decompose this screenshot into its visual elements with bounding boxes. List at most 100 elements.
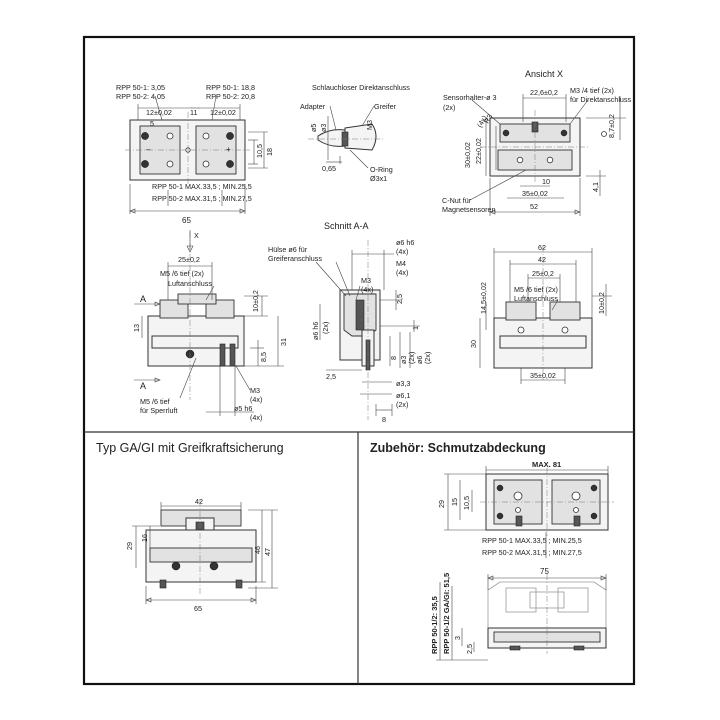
label-sleeve: Hülse ø6 für [268, 245, 308, 254]
label-4x-f: (4x) [361, 285, 373, 294]
label-rpp1-maxmin: RPP 50-1 MAX.33,5 ; MIN.25,5 [152, 182, 252, 191]
dust-cover-dim-29: 29 [437, 500, 446, 508]
dim-4-1: 4,1 [591, 182, 600, 192]
label-hoseless-connection: Schlauchloser Direktanschluss [312, 83, 410, 92]
dust-cover-dim-2-5: 2,5 [465, 644, 474, 654]
label-o-ring: O-Ring [370, 165, 393, 174]
label-m4: M4 [396, 259, 406, 268]
direct-connection-detail [308, 105, 385, 169]
dim-10-b: 10±0,2 [251, 290, 260, 312]
dim-12-left: 12±0,02 [146, 108, 172, 117]
dim-10-c: 10±0,2 [597, 292, 606, 314]
dim-25-a: 25±0,2 [178, 255, 200, 264]
dim-d3: ø3 [319, 124, 328, 132]
label-4x-e: (4x) [396, 268, 408, 277]
front-view-dimensions [134, 230, 284, 416]
dim-18: 18 [265, 148, 274, 156]
dim-42: 42 [538, 255, 546, 264]
label-r3: R3 [482, 113, 494, 125]
ga-gi-dim-42: 42 [195, 497, 203, 506]
dim-31: 31 [279, 338, 288, 346]
dim-65: 65 [182, 216, 191, 225]
label-sensor-holder: Sensorhalter-ø 3 [443, 93, 497, 102]
label-m5-6-deep: M5 /6 tief [140, 397, 170, 406]
dim-35-b: 35±0,02 [530, 371, 556, 380]
label-c-slot: C-Nut für [442, 196, 472, 205]
dim-8-a: 8 [389, 356, 398, 360]
dim-22-a: 22±0,02 [474, 138, 483, 164]
dim-d5-h6: ø5 h6 [234, 404, 252, 413]
ga-gi-dim-46: 46 [253, 546, 262, 554]
dim-52: 52 [530, 202, 538, 211]
ga-gi-dim-47: 47 [263, 548, 272, 556]
dim-8-b: 8 [382, 415, 386, 424]
dim-10-5: 10,5 [255, 144, 264, 158]
dim-2-5: 2,5 [395, 294, 404, 304]
label-view-x: Ansicht X [525, 69, 563, 79]
label-2x-a: (2x) [443, 103, 455, 112]
ga-gi-dimensions [132, 502, 278, 604]
label-rpp1-left: RPP 50-1: 3,05 [116, 83, 165, 92]
dim-m3: M3 [365, 120, 374, 130]
label-rpp1-right: RPP 50-1: 18,8 [206, 83, 255, 92]
label-m5-6-deep-2x: M5 /6 tief (2x) [160, 269, 204, 278]
dim-12-right: 12±0,02 [210, 108, 236, 117]
view-x-gripper [480, 110, 607, 184]
dim-0-65: 0,65 [322, 164, 336, 173]
dim-30-b: 30 [469, 340, 478, 348]
drawing-frame [82, 35, 636, 686]
side-view-dimensions [479, 248, 612, 384]
dust-cover-side-view [487, 574, 607, 654]
dim-d5: ø5 [309, 124, 318, 132]
label-gripper-connection: Greiferanschluss [268, 254, 322, 263]
dim-d3-3: ø3,3 [396, 379, 410, 388]
section-a-a-dimensions [319, 250, 420, 416]
label-magnetic-sensors: Magnetsensoren [442, 205, 496, 214]
dust-cover-dim-15: 15 [450, 498, 459, 506]
dim-d6-h6-top: ø6 h6 [396, 238, 414, 247]
dim-30-a: 30±0,02 [463, 142, 472, 168]
ga-gi-dim-16: 16 [140, 534, 149, 542]
dim-d6-1: ø6,1 [396, 391, 410, 400]
dim-d6-h6-side: ø6 h6 [311, 322, 320, 340]
side-view-gripper [493, 246, 593, 380]
label-m5-6-deep-b: M5 /6 tief (2x) [514, 285, 558, 294]
dust-cover-top-dimensions [444, 466, 609, 558]
label-direct-connection: für Direktanschluss [570, 95, 632, 104]
dim-25-b: 25±0,2 [532, 269, 554, 278]
title-dust-cover: Zubehör: Schmutzabdeckung [370, 441, 546, 455]
label-m3-b: M3 [250, 386, 260, 395]
label-4x-b: (4x) [250, 395, 262, 404]
label-2x-e: (2x) [396, 400, 408, 409]
dust-cover-rpp-12-ga-gi: RPP 50-1/2 GA/GI: 51,5 [442, 573, 451, 654]
label-rpp2-left: RPP 50-2: 4,05 [116, 92, 165, 101]
dim-62: 62 [538, 243, 546, 252]
dust-cover-side-dimensions [436, 574, 607, 661]
dim-35-a: 35±0,02 [522, 189, 548, 198]
section-marker-a-top: A [140, 294, 146, 304]
dust-cover-dim-75: 75 [540, 567, 549, 576]
dust-cover-max-81: MAX. 81 [532, 460, 561, 469]
dim-d6: ø6 [415, 356, 424, 364]
ga-gi-gripper [145, 500, 257, 596]
dim-11: 11 [190, 108, 197, 117]
label-4x-c: (4x) [250, 413, 262, 422]
dim-d3-b: ø3 [399, 356, 408, 364]
label-greifer: Greifer [374, 102, 397, 111]
label-rpp2-right: RPP 50-2: 20,8 [206, 92, 255, 101]
label-2x-c: (2x) [407, 352, 416, 364]
label-o-ring-size: Ø3x1 [370, 174, 387, 183]
dim-14-5: 14,5±0,02 [479, 282, 488, 314]
label-purge-air: für Sperrluft [140, 406, 178, 415]
view-x-dimensions [469, 94, 626, 216]
dust-cover-rpp2-maxmin: RPP 50-2 MAX.31,5 ; MIN.27,5 [482, 548, 582, 557]
label-2x-b: (2x) [321, 322, 330, 334]
ga-gi-dim-29: 29 [125, 542, 134, 550]
plus-mark: + [226, 145, 231, 154]
dim-22-6: 22,6±0,2 [530, 88, 558, 97]
label-adapter: Adapter [300, 102, 326, 111]
dust-cover-rpp1-maxmin: RPP 50-1 MAX.33,5 ; MIN.25,5 [482, 536, 582, 545]
top-view-gripper: – + [125, 112, 250, 186]
section-a-a [315, 240, 381, 420]
